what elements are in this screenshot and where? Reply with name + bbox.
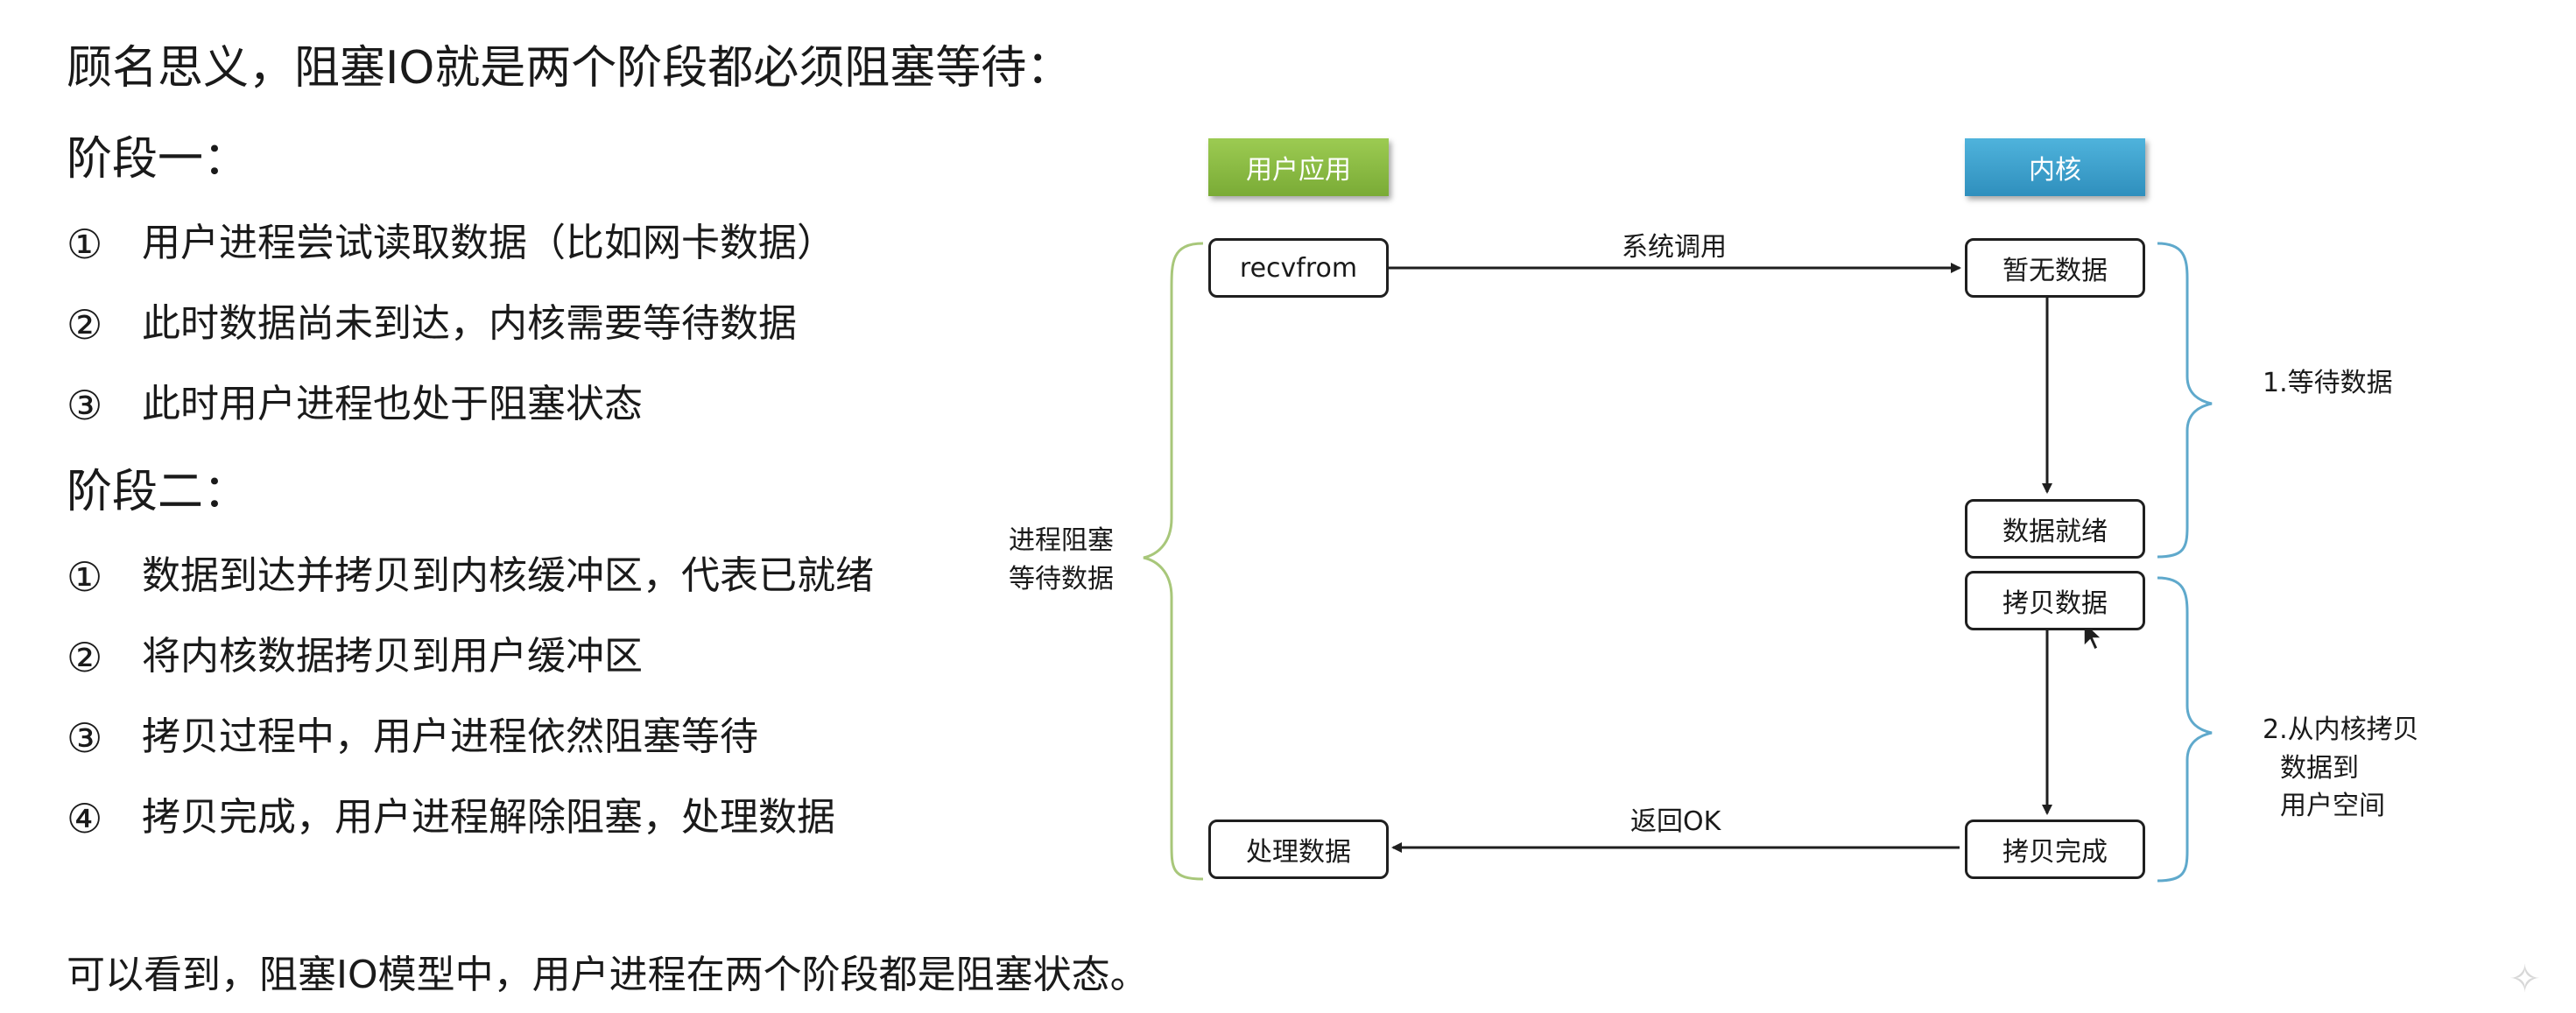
phase2-heading: 阶段二： [67, 466, 250, 518]
list-item-number: ② [67, 634, 103, 681]
list-item: 将内核数据拷贝到用户缓冲区 [142, 634, 643, 679]
list-item: 拷贝完成，用户进程解除阻塞，处理数据 [142, 795, 835, 840]
list-item: 此时用户进程也处于阻塞状态 [142, 382, 643, 426]
phase1-heading: 阶段一： [67, 133, 250, 186]
list-item: 此时数据尚未到达，内核需要等待数据 [142, 301, 797, 346]
process-data-node: 处理数据 [1208, 820, 1389, 879]
blocked-label-line: 等待数据 [1009, 563, 1114, 594]
copy-data-node: 拷贝数据 [1965, 571, 2145, 630]
list-item-number: ① [67, 221, 103, 268]
page-title: 顾名思义，阻塞IO就是两个阶段都必须阻塞等待： [67, 42, 1073, 95]
copy-label-line: 数据到 [2280, 752, 2359, 784]
blocked-brace [1143, 242, 1204, 881]
list-item: 用户进程尝试读取数据（比如网卡数据） [142, 221, 835, 265]
data-ready-node: 数据就绪 [1965, 499, 2145, 559]
syscall-label: 系统调用 [1622, 232, 1727, 263]
return-ok-label: 返回OK [1630, 806, 1721, 837]
wait-brace [2157, 242, 2213, 559]
blocked-label: 进程阻塞 等待数据 [1009, 522, 1114, 598]
copy-label-line: 2.从内核拷贝 [2263, 714, 2419, 745]
list-item-number: ① [67, 553, 103, 601]
conclusion-text: 可以看到，阻塞IO模型中，用户进程在两个阶段都是阻塞状态。 [67, 953, 1149, 997]
copy-label: 2.从内核拷贝 数据到 用户空间 [2263, 711, 2419, 826]
list-item: 拷贝过程中，用户进程依然阻塞等待 [142, 714, 758, 759]
copy-done-node: 拷贝完成 [1965, 820, 2145, 879]
sparkle-icon: ✧ [2509, 957, 2541, 1002]
list-item-number: ③ [67, 714, 103, 762]
user-app-header: 用户应用 [1208, 138, 1389, 196]
no-data-node: 暂无数据 [1965, 238, 2145, 298]
list-item-number: ④ [67, 795, 103, 842]
kernel-header: 内核 [1965, 138, 2145, 196]
wait-label: 1.等待数据 [2263, 368, 2393, 398]
copy-brace [2157, 576, 2213, 883]
blocked-label-line: 进程阻塞 [1009, 525, 1114, 556]
list-item-number: ② [67, 301, 103, 348]
list-item-number: ③ [67, 382, 103, 429]
recvfrom-node: recvfrom [1208, 238, 1389, 298]
copy-label-line: 用户空间 [2280, 791, 2385, 821]
list-item: 数据到达并拷贝到内核缓冲区，代表已就绪 [142, 553, 874, 598]
